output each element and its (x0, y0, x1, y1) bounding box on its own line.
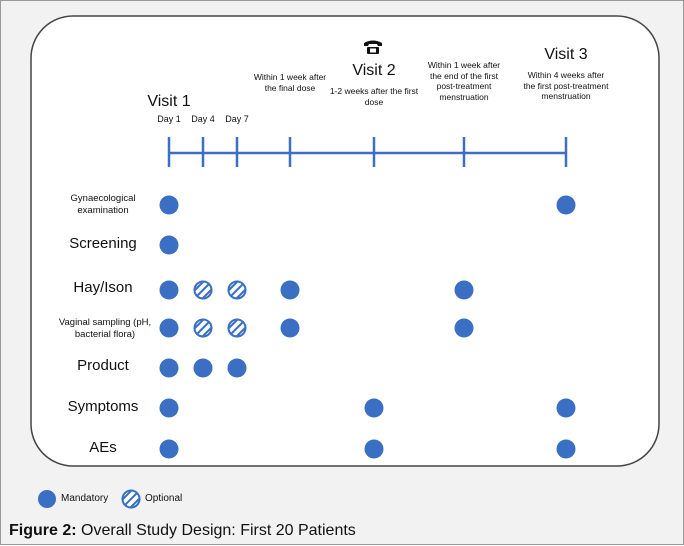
mandatory-marker (159, 235, 179, 255)
legend-mandatory-label: Mandatory (61, 493, 109, 504)
timepoint-label: 1-2 weeks after the first dose (329, 86, 419, 107)
telephone-icon (364, 40, 382, 54)
row-label-symptoms: Symptoms (67, 398, 139, 415)
mandatory-marker (159, 280, 179, 300)
optional-marker (227, 318, 247, 338)
mandatory-marker (364, 398, 384, 418)
timepoint-label: Day 7 (225, 114, 249, 124)
timepoint-label: Within 4 weeks after the first post-trea… (523, 70, 609, 102)
row-label-screening: Screening (69, 235, 137, 252)
visit-1-label: Visit 1 (147, 93, 191, 110)
timepoint-label: Within 1 week after the end of the first… (427, 60, 501, 102)
mandatory-marker (159, 398, 179, 418)
figure-caption: Figure 2: Overall Study Design: First 20… (9, 522, 356, 540)
mandatory-marker (280, 318, 300, 338)
timepoint-label: Within 1 week after the final dose (253, 72, 327, 93)
figure-caption-text: Overall Study Design: First 20 Patients (81, 522, 356, 539)
diagram-border (30, 15, 660, 467)
legend-mandatory-icon (38, 490, 56, 508)
row-label-hay-ison: Hay/Ison (73, 279, 133, 296)
optional-marker (227, 280, 247, 300)
legend-optional-label: Optional (145, 493, 183, 504)
mandatory-marker (159, 439, 179, 459)
visit-3-label: Visit 3 (544, 46, 588, 63)
timepoint-label: Day 4 (191, 114, 215, 124)
timeline-ticks (167, 137, 568, 167)
row-label-aes: AEs (89, 439, 117, 456)
visit-2-label: Visit 2 (352, 62, 396, 79)
optional-marker (193, 280, 213, 300)
mandatory-marker (556, 439, 576, 459)
mandatory-marker (227, 358, 247, 378)
mandatory-marker (159, 195, 179, 215)
mandatory-marker (556, 195, 576, 215)
mandatory-marker (159, 318, 179, 338)
optional-marker (193, 318, 213, 338)
timepoint-label: Day 1 (157, 114, 181, 124)
mandatory-marker (454, 318, 474, 338)
mandatory-marker (364, 439, 384, 459)
mandatory-marker (159, 358, 179, 378)
figure-caption-prefix: Figure 2: (9, 522, 77, 539)
legend-optional-icon (121, 489, 141, 509)
row-label-vaginal-sampling: Vaginal sampling (pH, bacterial flora) (58, 317, 152, 340)
mandatory-marker (556, 398, 576, 418)
mandatory-marker (280, 280, 300, 300)
mandatory-marker (454, 280, 474, 300)
mandatory-marker (193, 358, 213, 378)
row-label-product: Product (77, 357, 129, 374)
row-label-gynaecological-examination: Gynaecological examination (70, 193, 136, 216)
activity-marks (159, 195, 576, 459)
